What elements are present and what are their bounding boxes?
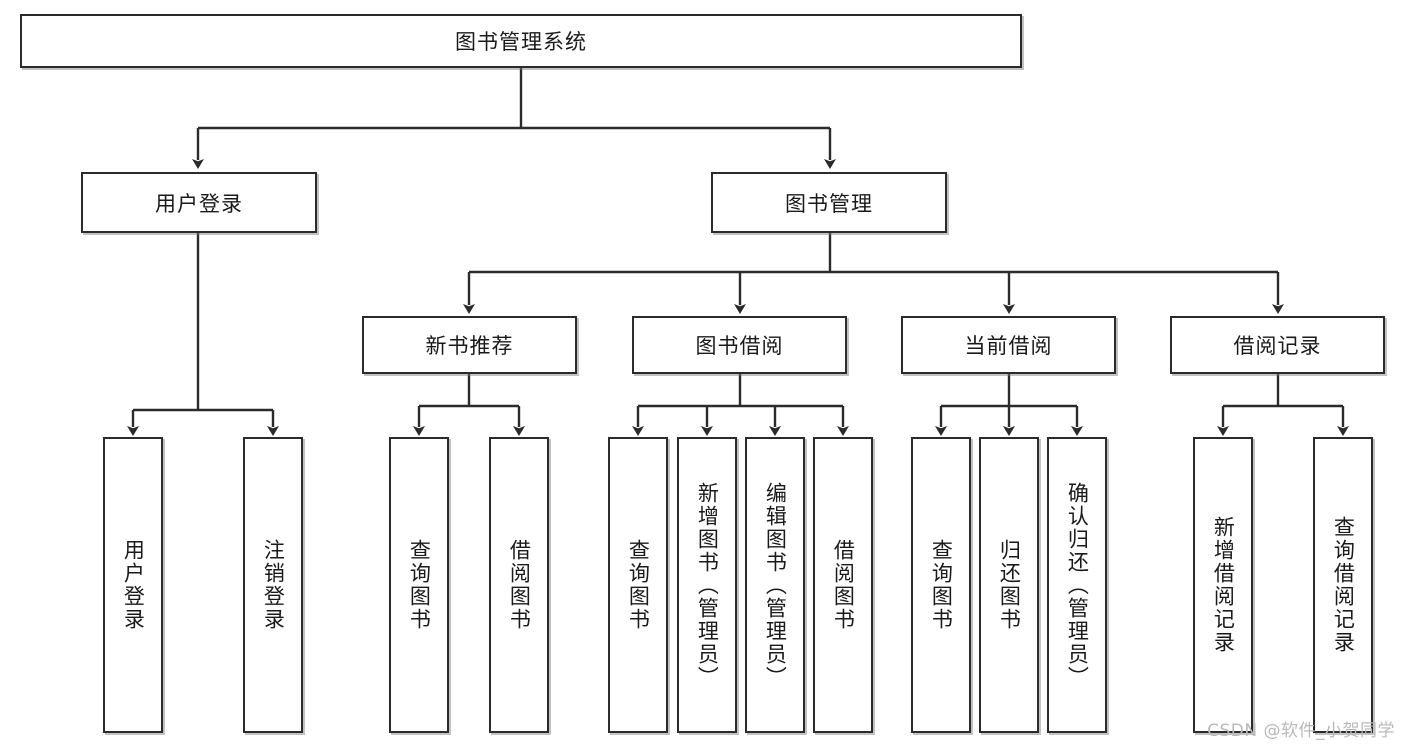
node-new-book-rec-label: 新书推荐 bbox=[425, 334, 514, 358]
node-leaf-logout-label: 注销登录 bbox=[261, 539, 286, 631]
node-leaf-query-book-2-label: 查询图书 bbox=[626, 539, 651, 631]
node-leaf-add-record[interactable]: 新增借阅记录 bbox=[1193, 437, 1253, 733]
node-book-manage-label: 图书管理 bbox=[785, 191, 873, 216]
node-leaf-add-book[interactable]: 新增图书（管理员） bbox=[677, 437, 737, 733]
edges-book-manage bbox=[463, 233, 1284, 314]
node-leaf-borrow-book-1-label: 借阅图书 bbox=[507, 539, 532, 631]
node-leaf-query-book-3-label: 查询图书 bbox=[929, 539, 954, 631]
node-leaf-return-book-label: 归还图书 bbox=[997, 539, 1022, 631]
edges-borrow-record bbox=[1217, 374, 1349, 436]
csdn-watermark: CSDN @软件_小贺同学 bbox=[1207, 721, 1395, 741]
node-leaf-borrow-book-2-label: 借阅图书 bbox=[831, 539, 856, 631]
node-leaf-edit-book[interactable]: 编辑图书（管理员） bbox=[745, 437, 805, 733]
node-user-login[interactable]: 用户登录 bbox=[81, 172, 317, 233]
node-leaf-return-book[interactable]: 归还图书 bbox=[979, 437, 1039, 733]
node-borrow-record[interactable]: 借阅记录 bbox=[1170, 316, 1385, 374]
node-new-book-rec[interactable]: 新书推荐 bbox=[362, 316, 577, 374]
node-leaf-query-book-1-label: 查询图书 bbox=[407, 539, 432, 631]
node-leaf-user-login-label: 用户登录 bbox=[121, 539, 146, 631]
edges-current-borrow bbox=[935, 374, 1083, 436]
edges-new-book-rec bbox=[413, 374, 525, 436]
node-leaf-query-record-label: 查询借阅记录 bbox=[1331, 516, 1356, 654]
node-book-borrow[interactable]: 图书借阅 bbox=[632, 316, 847, 374]
node-leaf-edit-book-label: 编辑图书（管理员） bbox=[763, 481, 788, 689]
node-leaf-add-book-label: 新增图书（管理员） bbox=[695, 481, 720, 689]
node-borrow-record-label: 借阅记录 bbox=[1233, 334, 1322, 358]
node-leaf-borrow-book-1[interactable]: 借阅图书 bbox=[489, 437, 549, 733]
node-leaf-add-record-label: 新增借阅记录 bbox=[1211, 516, 1236, 654]
node-leaf-user-login[interactable]: 用户登录 bbox=[103, 437, 163, 733]
node-leaf-query-record[interactable]: 查询借阅记录 bbox=[1313, 437, 1373, 733]
node-leaf-confirm-return[interactable]: 确认归还（管理员） bbox=[1047, 437, 1107, 733]
node-current-borrow[interactable]: 当前借阅 bbox=[901, 316, 1116, 374]
node-leaf-confirm-return-label: 确认归还（管理员） bbox=[1065, 481, 1090, 689]
node-current-borrow-label: 当前借阅 bbox=[964, 334, 1053, 358]
edges-root bbox=[192, 68, 836, 169]
node-leaf-logout[interactable]: 注销登录 bbox=[243, 437, 303, 733]
node-book-manage[interactable]: 图书管理 bbox=[711, 172, 947, 233]
edges-book-borrow bbox=[632, 374, 849, 436]
node-root[interactable]: 图书管理系统 bbox=[20, 14, 1022, 68]
node-book-borrow-label: 图书借阅 bbox=[695, 334, 784, 358]
node-leaf-borrow-book-2[interactable]: 借阅图书 bbox=[813, 437, 873, 733]
edges-user-login bbox=[127, 233, 279, 436]
node-leaf-query-book-2[interactable]: 查询图书 bbox=[608, 437, 668, 733]
node-leaf-query-book-1[interactable]: 查询图书 bbox=[389, 437, 449, 733]
node-root-label: 图书管理系统 bbox=[455, 30, 587, 54]
node-user-login-label: 用户登录 bbox=[155, 191, 243, 216]
node-leaf-query-book-3[interactable]: 查询图书 bbox=[911, 437, 971, 733]
